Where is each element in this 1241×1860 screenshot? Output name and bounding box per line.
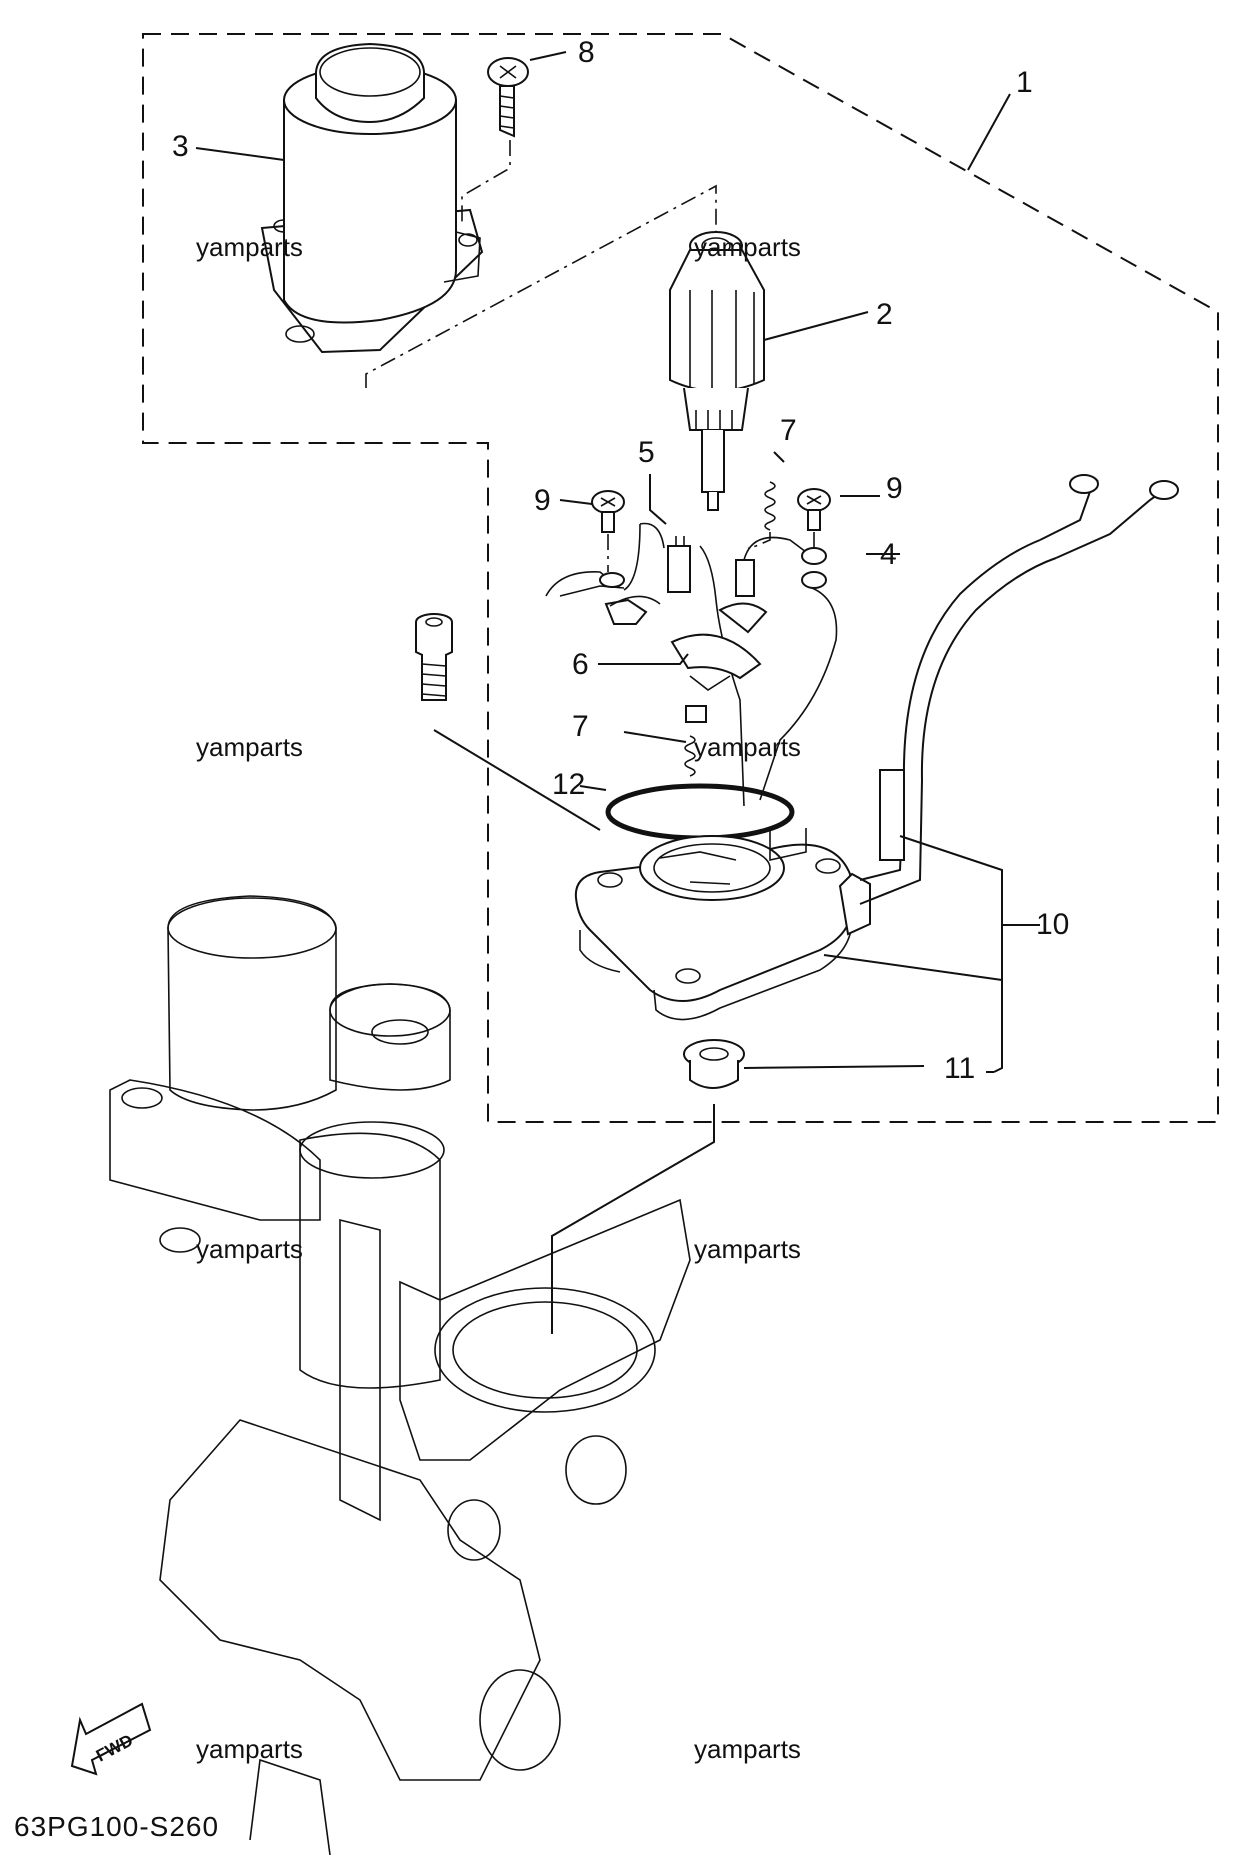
watermark: yamparts [694, 732, 801, 762]
part-brush-assembly [545, 522, 838, 807]
callout-4: 4 [880, 538, 897, 571]
part-screw-9-right [797, 488, 831, 531]
part-bolt [415, 613, 453, 701]
part-spring-7-lower [684, 735, 696, 777]
part-base-housing [574, 828, 871, 1021]
part-armature [669, 231, 765, 511]
part-o-ring [605, 783, 795, 841]
callout-8: 8 [578, 36, 595, 69]
watermark: yamparts [196, 232, 303, 262]
callout-1: 1 [1016, 66, 1033, 99]
watermark: yamparts [694, 232, 801, 262]
callout-11: 11 [944, 1052, 975, 1085]
callout-10: 10 [1036, 908, 1069, 941]
leader-lines [195, 51, 1040, 1073]
callout-7-lower: 7 [572, 710, 589, 743]
callout-2: 2 [876, 298, 893, 331]
part-motor [260, 42, 484, 354]
callout-7-upper: 7 [780, 414, 797, 447]
watermark: yamparts [694, 1734, 801, 1764]
part-screw-8 [487, 57, 529, 138]
drawing-code: 63PG100-S260 [14, 1811, 219, 1842]
watermark: yamparts [196, 1234, 303, 1264]
part-screw-9-left [591, 490, 625, 533]
part-tilt-unit [109, 895, 691, 1856]
fwd-arrow-icon: FWD [70, 1702, 152, 1776]
part-cable [859, 474, 1179, 905]
watermark: yamparts [196, 1734, 303, 1764]
callout-3: 3 [172, 130, 189, 163]
watermark: yamparts [694, 1234, 801, 1264]
callout-9-left: 9 [534, 484, 551, 517]
callout-9-right: 9 [886, 472, 903, 505]
part-spring-7-upper [764, 481, 776, 531]
callout-5: 5 [638, 436, 655, 469]
callout-12: 12 [552, 768, 585, 801]
callout-6: 6 [572, 648, 589, 681]
assembly-boundary [142, 33, 1219, 1123]
part-grommet [683, 1039, 745, 1089]
watermark: yamparts [196, 732, 303, 762]
